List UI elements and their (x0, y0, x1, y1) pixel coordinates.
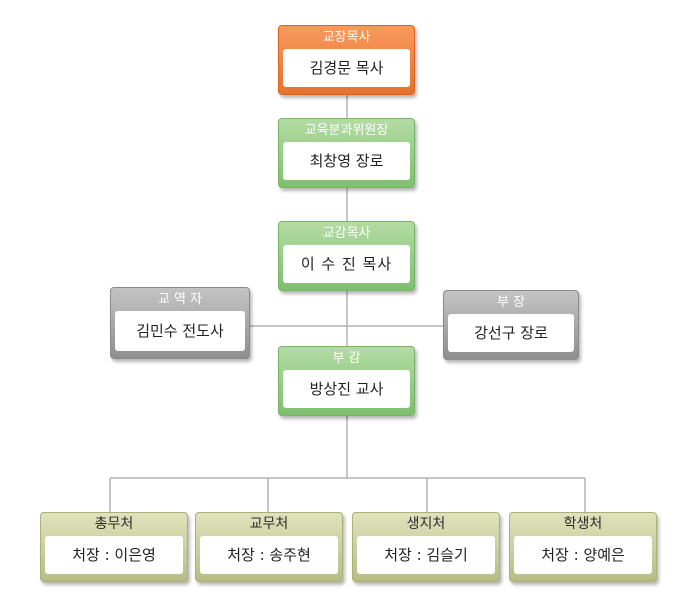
principal-title: 부 장 (496, 295, 526, 310)
department-box-life-guidance: 생지처 처장 : 김슬기 (352, 512, 500, 582)
committee-chair-title: 교육분과위원장 (304, 123, 389, 138)
evangelist-box: 교 역 자 김민수 전도사 (110, 287, 250, 359)
department-title: 교무처 (249, 516, 289, 532)
department-title: 학생처 (563, 516, 603, 532)
department-box-student-affairs: 학생처 처장 : 양예은 (509, 512, 657, 582)
principal-pastor-title: 교장목사 (322, 30, 371, 45)
vice-principal-pastor-name: 이 수 진 목사 (283, 245, 410, 283)
committee-chair-box: 교육분과위원장 최창영 장로 (278, 118, 415, 188)
vice-principal-box: 부 감 방상진 교사 (278, 346, 415, 416)
department-box-general-affairs: 총무처 처장 : 이은영 (40, 512, 188, 582)
department-head: 처장 : 송주현 (200, 536, 338, 574)
evangelist-title: 교 역 자 (157, 292, 203, 307)
department-title: 생지처 (406, 516, 446, 532)
department-head: 처장 : 양예은 (514, 536, 652, 574)
evangelist-name: 김민수 전도사 (115, 311, 245, 351)
committee-chair-name: 최창영 장로 (283, 142, 410, 180)
principal-box: 부 장 강선구 장로 (443, 290, 579, 360)
department-title: 총무처 (94, 516, 134, 532)
department-head: 처장 : 김슬기 (357, 536, 495, 574)
vice-principal-name: 방상진 교사 (283, 370, 410, 408)
principal-pastor-name: 김경문 목사 (283, 49, 410, 87)
vice-principal-title: 부 감 (332, 351, 361, 366)
department-head: 처장 : 이은영 (45, 536, 183, 574)
department-box-academic-affairs: 교무처 처장 : 송주현 (195, 512, 343, 582)
vice-principal-pastor-title: 교감목사 (322, 226, 371, 241)
principal-pastor-box: 교장목사 김경문 목사 (278, 25, 415, 95)
principal-name: 강선구 장로 (448, 314, 574, 352)
vice-principal-pastor-box: 교감목사 이 수 진 목사 (278, 221, 415, 291)
